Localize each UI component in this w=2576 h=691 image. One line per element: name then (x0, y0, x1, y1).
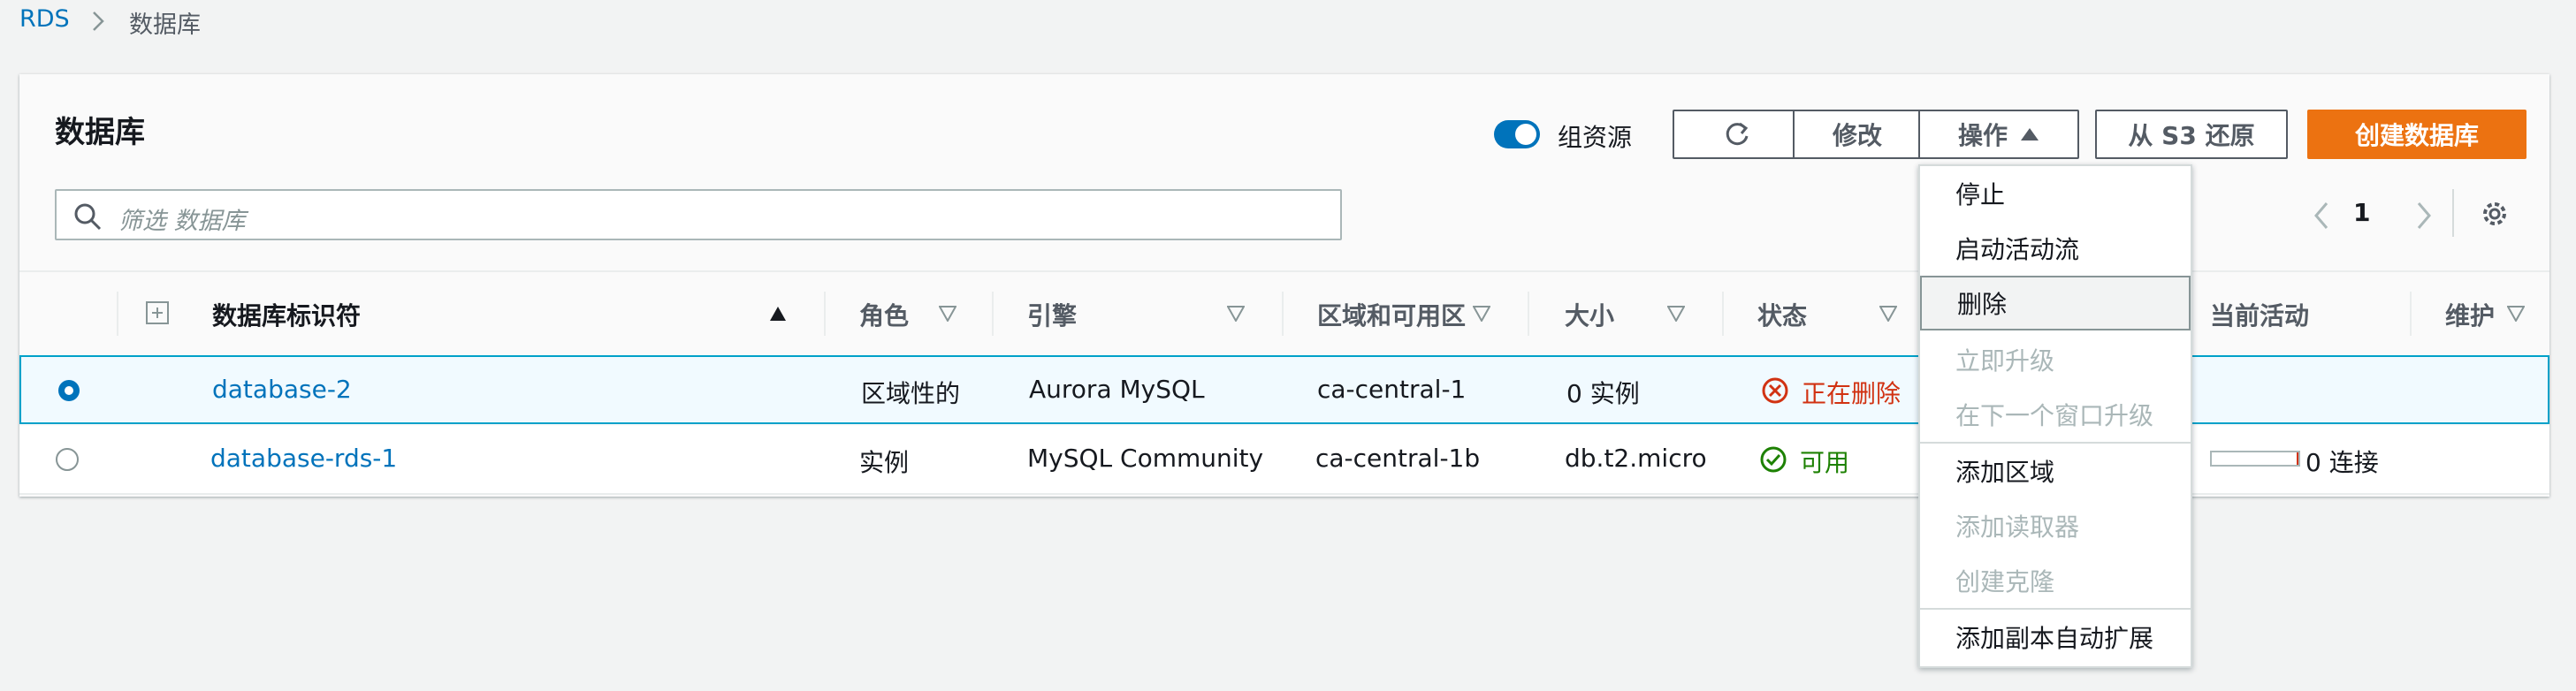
db-region: ca-central-1 (1317, 375, 1467, 404)
db-engine: Aurora MySQL (1029, 375, 1205, 404)
caret-up-icon (2021, 128, 2039, 140)
db-size: 0 实例 (1566, 379, 1640, 408)
db-identifier-link[interactable]: database-2 (212, 375, 352, 404)
activity-bar (2210, 451, 2300, 467)
menu-item-delete[interactable]: 删除 (1920, 276, 2191, 330)
create-database-button[interactable]: 创建数据库 (2307, 110, 2526, 159)
page-title: 数据库 (55, 115, 145, 150)
restore-from-s3-button[interactable]: 从 S3 还原 (2095, 110, 2288, 159)
breadcrumb-rds-link[interactable]: RDS (19, 5, 70, 33)
gear-icon[interactable] (2477, 196, 2512, 232)
menu-item-add-replica-autoscaling[interactable]: 添加副本自动扩展 (1955, 624, 2154, 653)
menu-item-add-region[interactable]: 添加区域 (1955, 458, 2055, 487)
menu-item-add-reader: 添加读取器 (1955, 513, 2080, 542)
chevron-right-icon[interactable] (2410, 196, 2438, 235)
db-identifier-link[interactable]: database-rds-1 (210, 444, 398, 473)
db-size: db.t2.micro (1565, 444, 1707, 473)
sort-icon[interactable] (939, 306, 956, 322)
sort-icon[interactable] (2507, 306, 2525, 322)
refresh-icon (1726, 122, 1749, 146)
modify-button[interactable]: 修改 (1793, 110, 1922, 159)
expand-all-icon[interactable] (145, 300, 171, 327)
page-number[interactable]: 1 (2353, 198, 2371, 227)
divider (2452, 189, 2454, 237)
menu-item-stop[interactable]: 停止 (1955, 180, 2006, 209)
db-status: 正在删除 (1802, 379, 1902, 408)
column-activity[interactable]: 当前活动 (2210, 301, 2310, 330)
column-region[interactable]: 区域和可用区 (1317, 301, 1467, 330)
group-resources-toggle[interactable] (1494, 120, 1540, 148)
breadcrumb-current: 数据库 (129, 11, 201, 39)
group-resources-label: 组资源 (1558, 123, 1633, 152)
actions-button[interactable]: 操作 (1918, 110, 2079, 159)
radio-selected[interactable] (57, 378, 81, 403)
db-engine: MySQL Community (1027, 444, 1264, 473)
sort-icon[interactable] (1667, 306, 1685, 322)
sort-icon[interactable] (1879, 306, 1897, 322)
db-status: 可用 (1800, 448, 1850, 477)
db-activity: 0 连接 (2305, 448, 2379, 477)
search-placeholder: 筛选 数据库 (118, 208, 246, 235)
radio-unselected[interactable] (55, 447, 80, 472)
menu-item-upgrade-next-window: 在下一个窗口升级 (1955, 401, 2154, 430)
check-circle-icon (1760, 446, 1787, 473)
actions-dropdown-menu: 停止 启动活动流 删除 立即升级 在下一个窗口升级 添加区域 添加读取器 创建克… (1918, 164, 2192, 668)
refresh-button[interactable] (1673, 110, 1802, 159)
column-engine[interactable]: 引擎 (1027, 301, 1078, 330)
db-role: 实例 (859, 448, 910, 477)
chevron-left-icon[interactable] (2307, 196, 2336, 235)
search-icon (74, 203, 102, 231)
column-identifier[interactable]: 数据库标识符 (212, 301, 362, 330)
db-region: ca-central-1b (1315, 444, 1481, 473)
column-maintenance[interactable]: 维护 (2445, 301, 2496, 330)
menu-item-start-activity-stream[interactable]: 启动活动流 (1955, 235, 2080, 264)
column-role[interactable]: 角色 (859, 301, 910, 330)
chevron-right-icon (93, 11, 104, 31)
menu-item-create-clone: 创建克隆 (1955, 567, 2055, 596)
column-status[interactable]: 状态 (1757, 301, 1808, 330)
sort-asc-icon[interactable] (769, 306, 787, 322)
sort-icon[interactable] (1473, 306, 1490, 322)
search-input[interactable]: 筛选 数据库 (55, 189, 1342, 240)
db-role: 区域性的 (861, 379, 961, 408)
menu-item-upgrade-now: 立即升级 (1955, 346, 2055, 376)
error-icon (1762, 377, 1788, 404)
sort-icon[interactable] (1227, 306, 1245, 322)
column-size[interactable]: 大小 (1565, 301, 1615, 330)
